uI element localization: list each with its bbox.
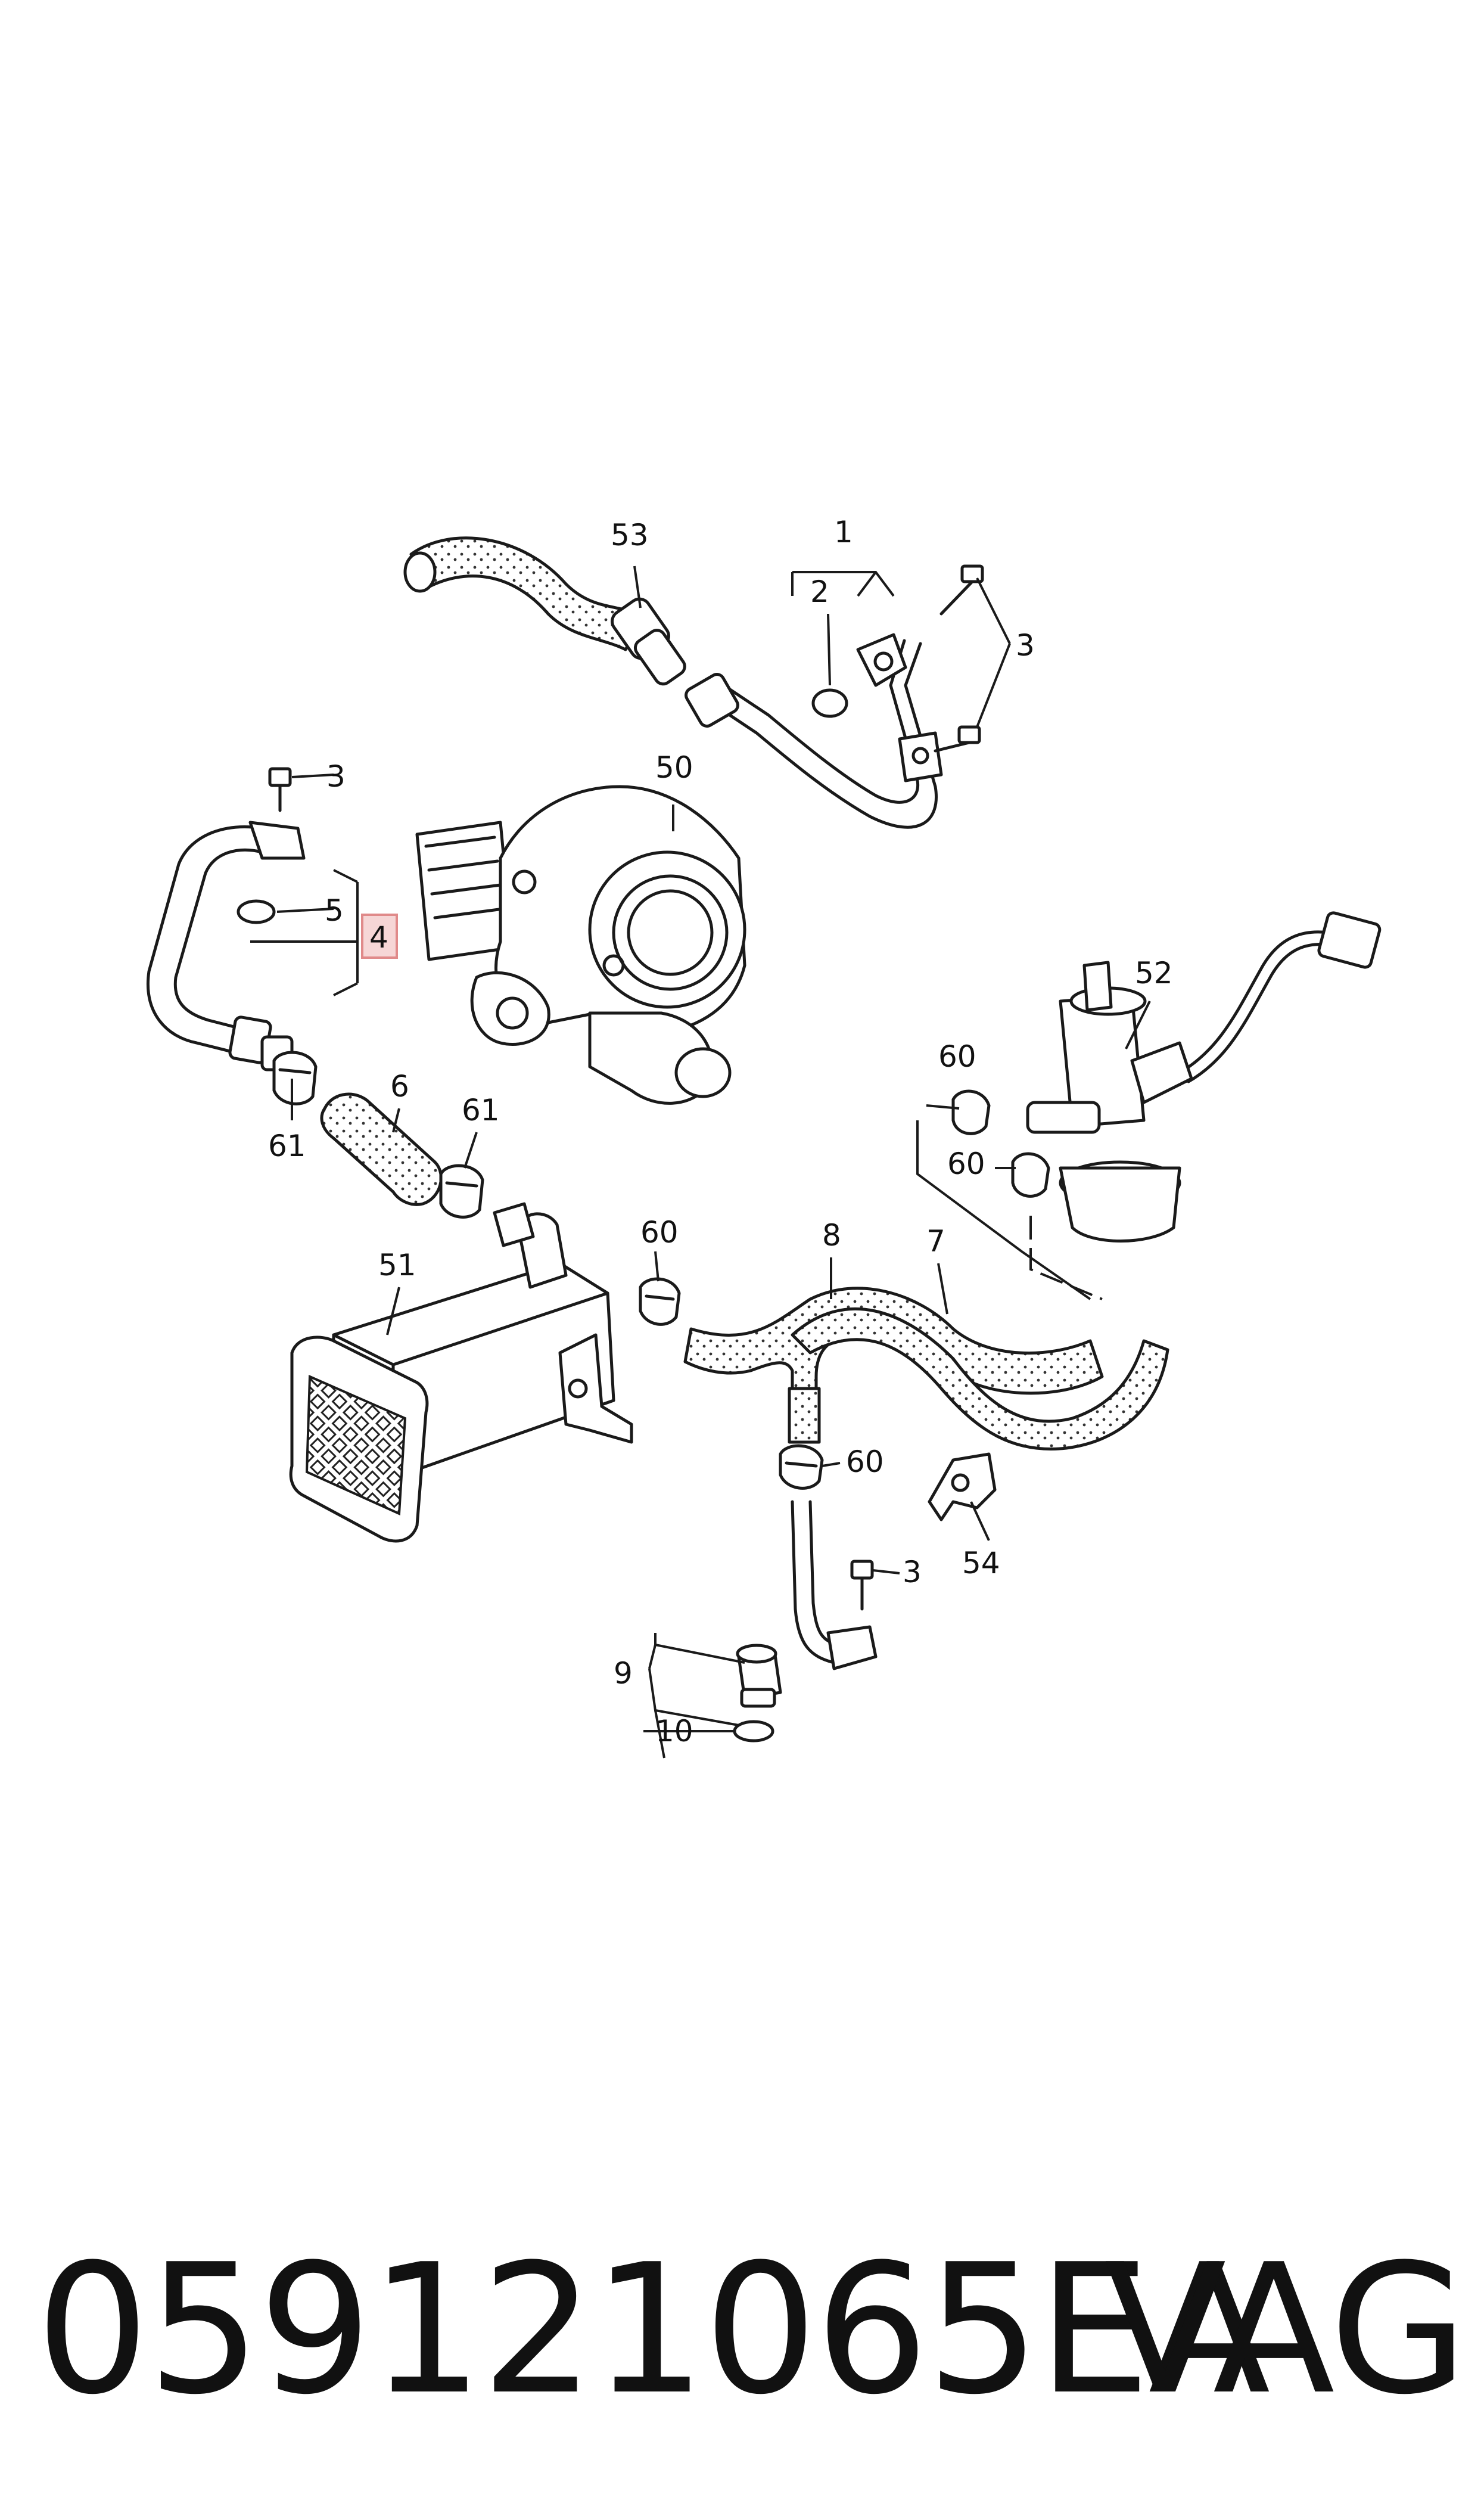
callout-4: 4 [369,920,388,955]
callout-6: 6 [390,1069,409,1104]
callout-4-highlight [361,914,398,959]
callout-61-right: 61 [462,1093,500,1128]
clamp-60-sensor-bottom [1011,1152,1050,1198]
callout-3-top: 3 [1016,628,1035,663]
clamp-60-sensor-top [951,1089,991,1135]
bolt-3-lower [850,1560,874,1611]
callout-60-mid: 60 [640,1215,679,1250]
pipe-1 [685,633,943,829]
callout-54: 54 [962,1546,1000,1580]
clamp-60-lower [779,1444,824,1490]
callout-3-lower: 3 [903,1555,922,1589]
turbocharger-50 [415,785,746,1105]
hose-6 [320,1092,443,1206]
callout-7: 7 [926,1224,945,1259]
clamp-60-mid [639,1277,681,1326]
hose-53 [403,536,686,686]
callout-53: 53 [611,518,649,552]
callout-9: 9 [614,1656,633,1691]
hose-8 [683,1287,1104,1432]
hose-7 [791,1307,1169,1450]
pipe-9 [736,1500,878,1708]
bolt-3-left [268,767,292,812]
footer: 059121065EA VAG [36,2226,1468,2434]
callout-2: 2 [810,574,829,609]
callout-8: 8 [822,1218,841,1253]
callout-1: 1 [834,515,853,549]
callout-51: 51 [378,1248,416,1282]
callout-labels: 53 1 2 3 3 50 5 4 6 61 61 52 60 60 60 60… [268,515,1173,1748]
clamp-61-left [272,1051,318,1105]
bolt-3-top [934,564,984,753]
callout-10: 10 [655,1714,693,1748]
gasket-5 [237,899,276,924]
egr-cooler-51 [289,1202,633,1543]
clamp-61-right [439,1164,484,1219]
callout-50: 50 [655,750,693,785]
o-ring-2 [811,688,848,718]
hose-8-branch [788,1387,821,1444]
callout-5: 5 [325,893,344,928]
bracket-54 [928,1452,997,1521]
callout-60-sensor-top: 60 [938,1039,976,1074]
callout-52: 52 [1135,956,1173,990]
callout-3-left: 3 [326,759,346,794]
o-ring-10 [733,1720,774,1743]
brand-label: VAG [1104,2226,1468,2434]
part-number: 059121065EA [36,2226,1271,2434]
leader-lines [250,566,1151,1759]
sensor-52 [1026,911,1382,1243]
callout-61-left: 61 [268,1129,306,1163]
callout-60-sensor-bottom: 60 [947,1147,985,1181]
pipe-4 [147,821,306,1071]
callout-60-lower: 60 [846,1445,884,1479]
